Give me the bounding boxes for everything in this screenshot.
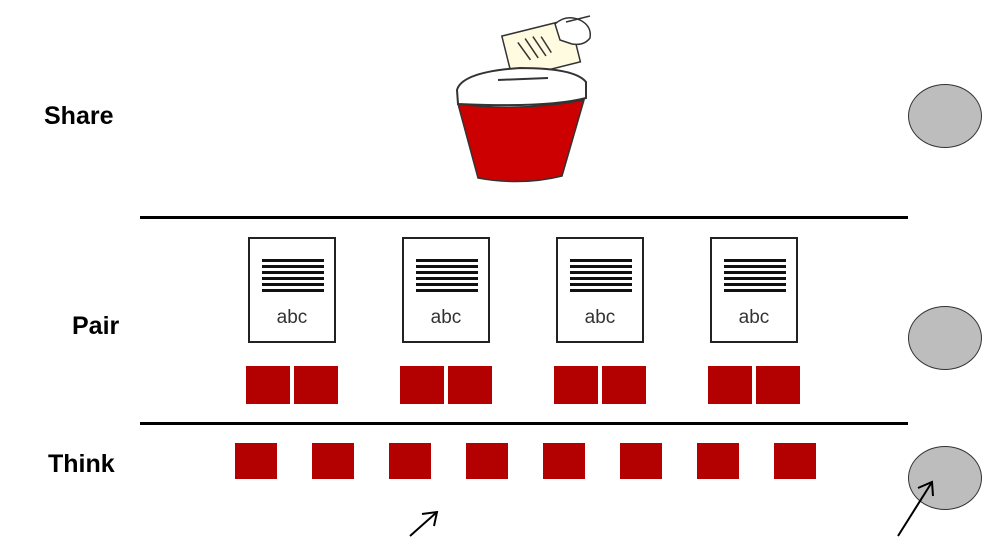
arrow-icon <box>0 0 984 541</box>
think-pair-share-diagram: Share Pair Think abc abc abc <box>0 0 984 541</box>
